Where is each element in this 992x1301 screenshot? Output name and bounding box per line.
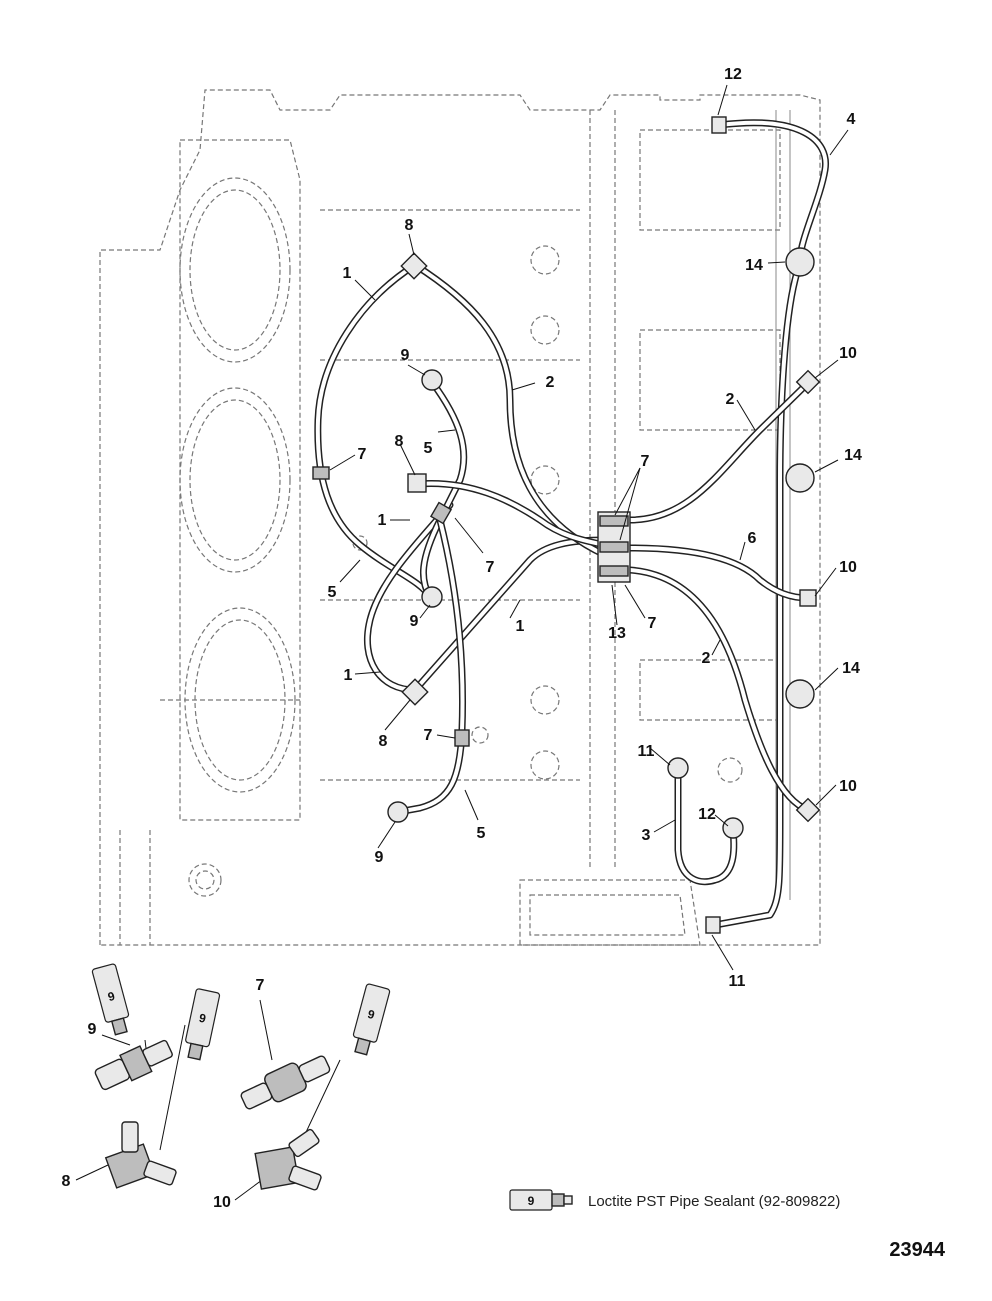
callout-10-b: 10	[839, 559, 857, 576]
callout-2-a: 2	[546, 374, 555, 391]
grommet-14-a	[785, 247, 815, 277]
check-valve-7-c	[599, 565, 629, 577]
callout-10-a: 10	[839, 345, 857, 362]
callout-6: 6	[748, 530, 757, 547]
elbow-8-low	[401, 678, 429, 706]
callout-5-b: 5	[328, 584, 337, 601]
sealant-tube-2: 9	[185, 988, 221, 1061]
callout-2-b: 2	[726, 391, 735, 408]
callout-9-detail: 9	[88, 1021, 97, 1038]
tube-label-3: 9	[366, 1007, 376, 1022]
hose-5-upper	[419, 378, 468, 601]
callout-8-mid: 8	[395, 433, 404, 450]
callout-1-d: 1	[344, 667, 353, 684]
callout-1-b: 1	[378, 512, 387, 529]
callout-10-c: 10	[839, 778, 857, 795]
detail-elbow-10	[254, 1128, 322, 1191]
callout-14-b: 14	[844, 447, 862, 464]
fitting-11-hose3	[667, 757, 689, 779]
callout-9-mid: 9	[410, 613, 419, 630]
fitting-9-low	[387, 801, 409, 823]
sealant-tube-icon: 9	[509, 1189, 573, 1211]
callout-labels: 12 4 8 1 14 9 2 10 2 7 8 5 14 7 1 7 6 10…	[62, 66, 862, 1211]
fitting-10-a	[795, 369, 821, 395]
callout-14-c: 14	[842, 660, 860, 677]
sealant-tube-1: 9	[91, 963, 130, 1036]
detail-check-valve-7	[240, 1055, 331, 1110]
tube-label-2: 9	[198, 1011, 208, 1026]
fitting-10-c	[795, 797, 821, 823]
callout-7-d: 7	[648, 615, 657, 632]
detail-tee-8	[104, 1121, 177, 1189]
fitting-10-b	[799, 589, 817, 607]
figure-number: 23944	[889, 1239, 945, 1261]
callout-7-b: 7	[641, 453, 650, 470]
fitting-9-mid	[421, 586, 443, 608]
callout-8-detail: 8	[62, 1173, 71, 1190]
callout-13: 13	[608, 625, 626, 642]
callout-14-a: 14	[745, 257, 763, 274]
callout-12-b: 12	[698, 806, 716, 823]
hose-assembly	[314, 119, 830, 929]
callout-1-a: 1	[343, 265, 352, 282]
callout-11-a: 11	[638, 743, 655, 760]
check-valve-7-lower	[454, 729, 470, 747]
check-valve-7-left	[312, 466, 330, 480]
hose-1-cross	[411, 536, 609, 694]
callout-10-detail: 10	[213, 1194, 231, 1211]
callout-9-low: 9	[375, 849, 384, 866]
fitting-9-top	[421, 369, 443, 391]
callout-1-c: 1	[516, 618, 525, 635]
fitting-12-top	[711, 116, 727, 134]
legend-tube-label: 9	[528, 1194, 535, 1208]
legend-text: Loctite PST Pipe Sealant (92-809822)	[588, 1193, 840, 1210]
sealant-tube-3: 9	[352, 983, 391, 1056]
elbow-8-mid	[407, 473, 427, 493]
grommet-14-b	[785, 463, 815, 493]
callout-5-a: 5	[424, 440, 433, 457]
callout-8-low: 8	[379, 733, 388, 750]
callout-7-detail: 7	[256, 977, 265, 994]
engine-block	[99, 89, 821, 946]
tube-label-1: 9	[106, 989, 116, 1004]
grommet-14-c	[785, 679, 815, 709]
callout-7-e: 7	[424, 727, 433, 744]
callout-5-c: 5	[477, 825, 486, 842]
legend: 9 Loctite PST Pipe Sealant (92-809822)	[509, 1189, 840, 1211]
callout-2-c: 2	[702, 650, 711, 667]
check-valve-7-b	[599, 541, 629, 553]
fitting-12-hose3	[722, 817, 744, 839]
callout-7-a: 7	[358, 446, 367, 463]
detail-parts: 9 9 9	[91, 963, 391, 1191]
callout-11-b: 11	[729, 973, 746, 990]
callout-9-top: 9	[401, 347, 410, 364]
callout-4: 4	[847, 111, 856, 128]
elbow-8-top	[400, 252, 428, 280]
check-valve-7-center	[429, 501, 453, 525]
detail-fitting-9	[94, 1039, 173, 1091]
check-valve-7-a	[599, 515, 629, 527]
hose-5-lower	[394, 516, 467, 816]
fitting-11-bottom	[705, 916, 721, 934]
callout-12-top: 12	[724, 66, 742, 83]
assembly-fittings	[312, 116, 821, 934]
callout-8-top: 8	[405, 217, 414, 234]
callout-3: 3	[642, 827, 651, 844]
callout-7-c: 7	[486, 559, 495, 576]
leader-lines	[75, 84, 849, 1201]
